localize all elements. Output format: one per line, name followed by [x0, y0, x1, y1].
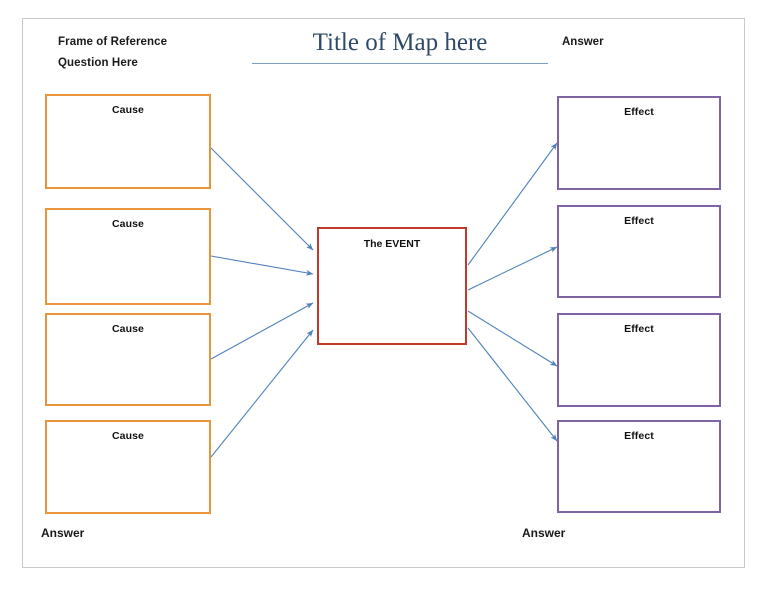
- event-box[interactable]: The EVENT: [317, 227, 467, 345]
- answer-label-bottom-right: Answer: [522, 526, 566, 540]
- cause-box-4[interactable]: Cause: [45, 420, 211, 514]
- effect-box-1[interactable]: Effect: [557, 96, 721, 190]
- cause-box-3[interactable]: Cause: [45, 313, 211, 406]
- page-title: Title of Map here: [312, 29, 488, 56]
- cause-box-4-label: Cause: [111, 430, 144, 442]
- cause-box-1-label: Cause: [111, 104, 144, 116]
- page-title-underline: [252, 63, 548, 64]
- cause-box-3-label: Cause: [111, 323, 144, 335]
- frame-of-reference-label-line1: Frame of Reference: [58, 36, 168, 48]
- effect-box-4[interactable]: Effect: [557, 420, 721, 513]
- answer-label-bottom-left: Answer: [41, 526, 85, 540]
- effect-box-2-label: Effect: [624, 215, 654, 227]
- effect-box-1-label: Effect: [624, 106, 654, 118]
- frame-of-reference-label-line2: Question Here: [58, 57, 138, 69]
- answer-label-top-right: Answer: [562, 36, 604, 48]
- cause-box-2[interactable]: Cause: [45, 208, 211, 305]
- effect-box-3-label: Effect: [624, 323, 654, 335]
- event-box-label: The EVENT: [363, 238, 421, 250]
- effect-box-3[interactable]: Effect: [557, 313, 721, 407]
- cause-box-1[interactable]: Cause: [45, 94, 211, 189]
- effect-box-2[interactable]: Effect: [557, 205, 721, 298]
- cause-box-2-label: Cause: [111, 218, 144, 230]
- effect-box-4-label: Effect: [624, 430, 654, 442]
